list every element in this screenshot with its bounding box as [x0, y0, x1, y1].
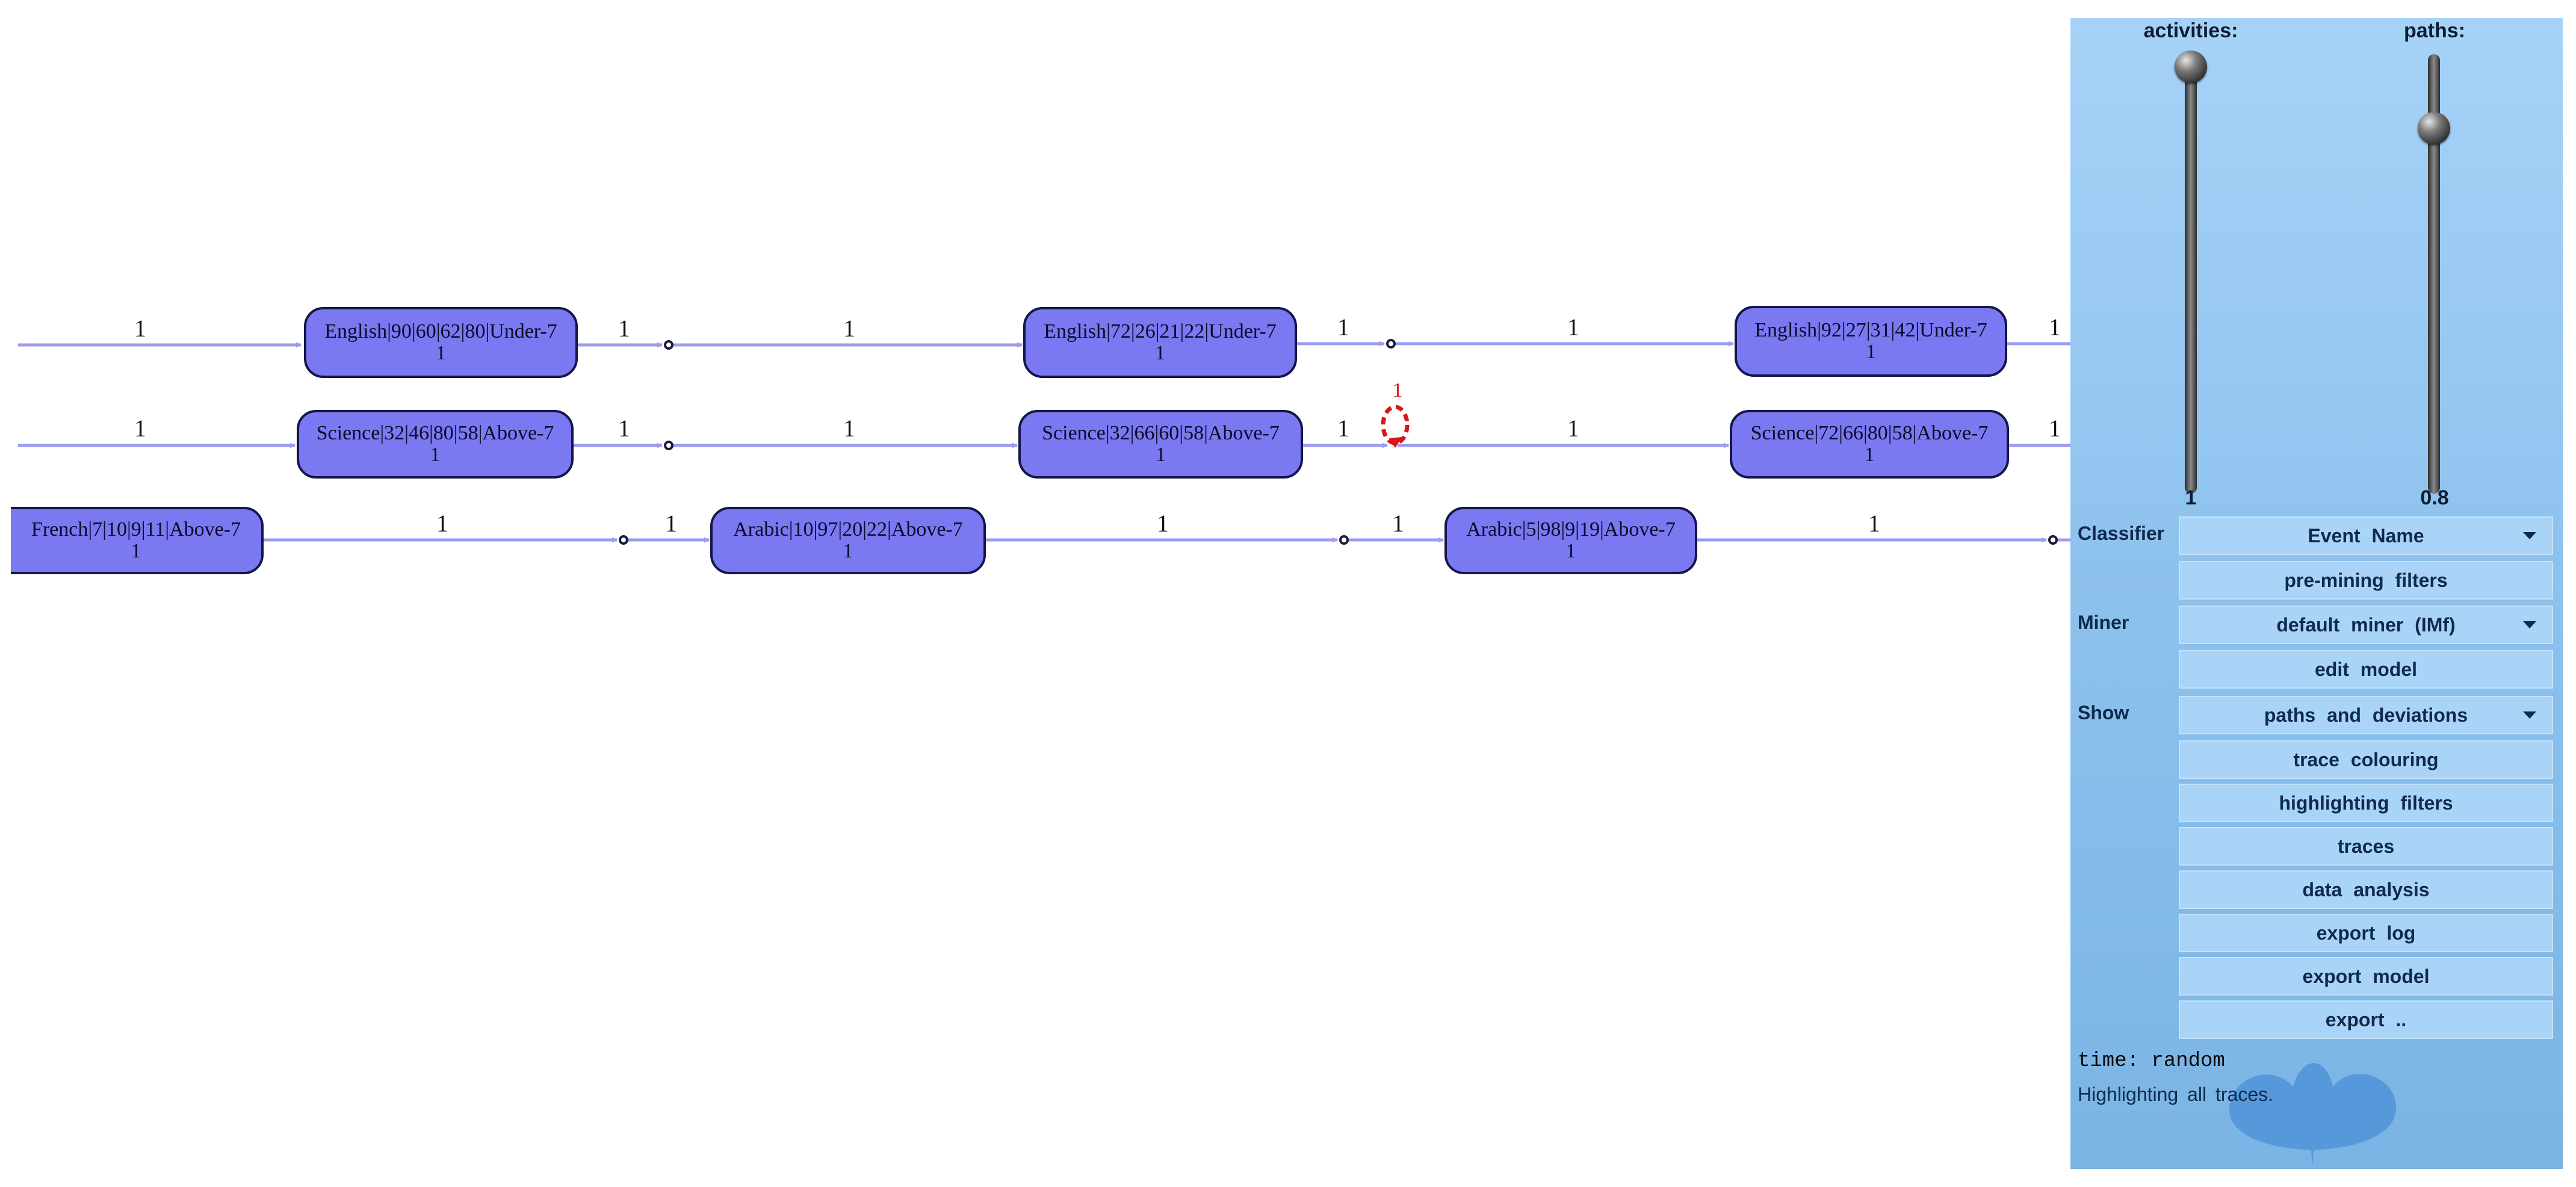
activities-slider-track[interactable]: [2185, 54, 2197, 494]
node-count: 1: [843, 540, 853, 562]
edge-label: 1: [134, 315, 146, 342]
edge-label: 1: [618, 415, 630, 442]
place-node[interactable]: [1339, 535, 1349, 545]
classifier-label: Classifier: [2078, 522, 2165, 544]
pre-mining-filters-button[interactable]: pre-mining filters: [2179, 561, 2553, 600]
highlighting-filters-button[interactable]: highlighting filters: [2179, 784, 2553, 822]
activity-node[interactable]: Science|32|66|60|58|Above-7 1: [1018, 410, 1303, 479]
activity-node[interactable]: English|72|26|21|22|Under-7 1: [1023, 307, 1297, 378]
place-node[interactable]: [664, 340, 673, 350]
traces-button[interactable]: traces: [2179, 827, 2553, 866]
edge-label: 1: [2049, 314, 2061, 341]
place-node[interactable]: [619, 535, 628, 545]
node-count: 1: [1156, 444, 1166, 466]
node-label: English|72|26|21|22|Under-7: [1044, 320, 1277, 343]
edge-label: 1: [1337, 415, 1349, 442]
process-map-canvas[interactable]: English|90|60|62|80|Under-7 1 English|72…: [0, 0, 2070, 1187]
show-dropdown[interactable]: paths and deviations: [2179, 696, 2553, 734]
activity-node[interactable]: Science|72|66|80|58|Above-7 1: [1730, 410, 2009, 479]
miner-value: default miner (IMf): [2276, 613, 2456, 636]
export-log-label: export log: [2316, 922, 2416, 944]
activity-node[interactable]: French|7|10|9|11|Above-7 1: [11, 507, 264, 574]
edge-label: 1: [618, 315, 630, 342]
edge-label: 1: [665, 510, 677, 537]
node-label: English|90|60|62|80|Under-7: [324, 320, 557, 343]
chevron-down-icon: [2523, 711, 2536, 719]
node-count: 1: [1155, 342, 1165, 364]
node-label: Science|72|66|80|58|Above-7: [1750, 422, 1989, 445]
activity-node[interactable]: Arabic|10|97|20|22|Above-7 1: [710, 507, 986, 574]
edge-label: 1: [1157, 510, 1169, 537]
edge-label: 1: [1868, 510, 1880, 537]
activity-node[interactable]: English|92|27|31|42|Under-7 1: [1735, 306, 2007, 377]
time-text: time: random: [2078, 1050, 2225, 1073]
node-count: 1: [131, 540, 141, 562]
export-model-label: export model: [2302, 965, 2430, 987]
data-analysis-button[interactable]: data analysis: [2179, 870, 2553, 909]
export-model-button[interactable]: export model: [2179, 957, 2553, 996]
paths-slider-handle[interactable]: [2418, 112, 2450, 145]
node-label: Science|32|66|60|58|Above-7: [1042, 422, 1280, 445]
edge-label: 1: [843, 315, 855, 342]
paths-slider-track[interactable]: [2428, 54, 2440, 494]
data-analysis-label: data analysis: [2302, 878, 2430, 900]
show-label: Show: [2078, 702, 2129, 724]
edge-label: 1: [1567, 415, 1579, 442]
node-label: French|7|10|9|11|Above-7: [31, 518, 241, 541]
activity-node[interactable]: English|90|60|62|80|Under-7 1: [304, 307, 578, 378]
node-count: 1: [1565, 540, 1576, 562]
edge-label: 1: [134, 415, 146, 442]
classifier-dropdown[interactable]: Event Name: [2179, 516, 2553, 555]
activity-node[interactable]: Science|32|46|80|58|Above-7 1: [297, 410, 574, 479]
paths-slider-label: paths:: [2404, 19, 2465, 42]
trace-colouring-label: trace colouring: [2293, 748, 2439, 770]
node-label: Arabic|5|98|9|19|Above-7: [1466, 518, 1676, 541]
node-count: 1: [1864, 444, 1875, 466]
edit-model-button[interactable]: edit model: [2179, 650, 2553, 689]
edge-label: 1: [1567, 314, 1579, 341]
deviation-loop[interactable]: [1381, 404, 1410, 445]
edge-label: 1: [436, 510, 448, 537]
edit-model-label: edit model: [2314, 658, 2417, 680]
edge-label: 1: [1337, 314, 1349, 341]
pre-mining-filters-label: pre-mining filters: [2284, 569, 2448, 591]
edge-label: 1: [843, 415, 855, 442]
chevron-down-icon: [2523, 621, 2536, 628]
classifier-value: Event Name: [2308, 524, 2424, 547]
export-more-button[interactable]: export ..: [2179, 1000, 2553, 1039]
miner-label: Miner: [2078, 612, 2129, 633]
node-count: 1: [430, 444, 441, 466]
activities-slider-handle[interactable]: [2175, 51, 2207, 83]
highlighting-filters-label: highlighting filters: [2279, 792, 2453, 814]
chevron-down-icon: [2523, 532, 2536, 539]
miner-dropdown[interactable]: default miner (IMf): [2179, 606, 2553, 644]
edge-label: 1: [1392, 510, 1404, 537]
place-node[interactable]: [1386, 339, 1396, 349]
process-map-edges: [18, 339, 2070, 545]
trace-colouring-button[interactable]: trace colouring: [2179, 740, 2553, 779]
export-more-label: export ..: [2325, 1008, 2407, 1030]
node-count: 1: [436, 342, 446, 364]
node-count: 1: [1866, 341, 1876, 363]
place-node[interactable]: [664, 441, 673, 450]
edge-label: 1: [2049, 415, 2061, 442]
control-panel: activities: paths: 1 0.8 Classifier Even…: [2070, 18, 2563, 1169]
activities-slider-label: activities:: [2143, 19, 2238, 42]
place-node[interactable]: [2048, 535, 2058, 545]
deviation-label: 1: [1392, 379, 1403, 401]
node-label: English|92|27|31|42|Under-7: [1754, 319, 1987, 342]
show-value: paths and deviations: [2264, 704, 2468, 726]
export-log-button[interactable]: export log: [2179, 914, 2553, 952]
paths-slider-value: 0.8: [2420, 486, 2449, 509]
status-text: Highlighting all traces.: [2078, 1083, 2274, 1105]
node-label: Arabic|10|97|20|22|Above-7: [733, 518, 963, 541]
ginkgo-leaf-icon: [2229, 1063, 2396, 1167]
activities-slider-value: 1: [2185, 486, 2197, 509]
activity-node[interactable]: Arabic|5|98|9|19|Above-7 1: [1444, 507, 1697, 574]
traces-label: traces: [2337, 835, 2395, 857]
node-label: Science|32|46|80|58|Above-7: [316, 422, 554, 445]
